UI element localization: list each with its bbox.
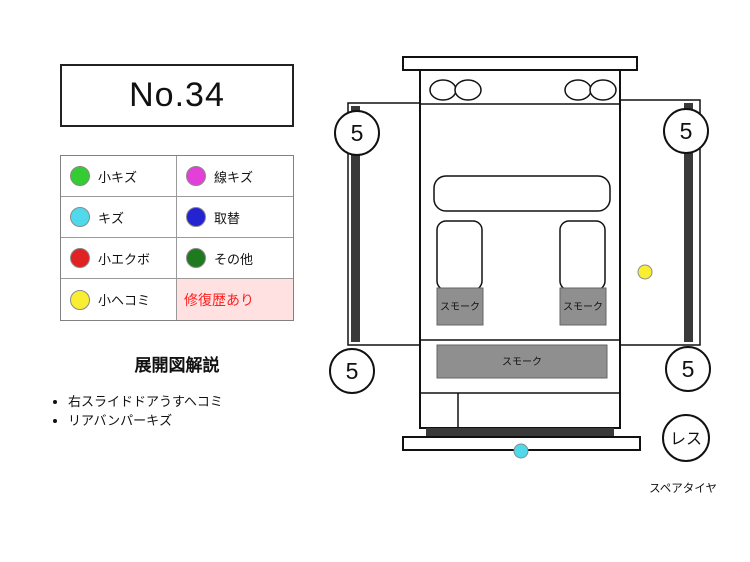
tire-front-left — [334, 110, 380, 156]
windshield — [433, 175, 611, 212]
legend-label: 取替 — [214, 210, 241, 226]
rear-lower-trim — [426, 428, 614, 437]
legend-label: その他 — [214, 251, 254, 267]
legend-color-dot — [70, 166, 90, 186]
right-side-window-strip — [684, 103, 693, 342]
tire-front-left-value: 5 — [351, 120, 364, 146]
left-quarter-smoke-label: スモーク — [440, 301, 480, 313]
legend-color-dot — [186, 248, 206, 268]
legend-color-dot — [186, 166, 206, 186]
legend-color-dot — [70, 289, 90, 310]
spare-tire-badge: レス — [670, 431, 702, 448]
note-item: 右スライドドアうすヘコミ — [68, 392, 223, 411]
legend-item: 取替 — [177, 197, 293, 238]
tire-rear-left — [329, 348, 375, 394]
tire-rear-left-value: 5 — [346, 358, 359, 384]
headlight-left-outer — [429, 79, 457, 101]
right-quarter-smoke-window — [559, 287, 607, 326]
spare-tire-caption: スペアタイヤ — [649, 482, 717, 495]
legend-label: キズ — [98, 210, 125, 226]
legend-item: 線キズ — [177, 156, 293, 197]
legend-color-dot — [70, 207, 90, 227]
tire-front-right-value: 5 — [680, 118, 693, 144]
legend-item: その他 — [177, 238, 293, 279]
note-item: リアバンパーキズ — [68, 411, 223, 430]
tire-front-right — [663, 108, 709, 154]
sheet-number-box: No.34 — [60, 64, 294, 127]
damage-legend: 小キズ 線キズ キズ 取替 小エクボ その他 小ヘコミ 修復歴あり — [60, 155, 294, 321]
legend-item: 小エクボ — [61, 238, 177, 279]
spare-tire-badge-circle — [662, 414, 710, 462]
repair-history-cell: 修復歴あり — [177, 279, 293, 320]
repair-history-label: 修復歴あり — [184, 291, 254, 308]
notes-list: 右スライドドアうすヘコミ リアバンパーキズ — [52, 392, 223, 430]
legend-item: キズ — [61, 197, 177, 238]
legend-color-dot — [186, 207, 206, 227]
notes-heading: 展開図解説 — [134, 356, 220, 375]
damage-marker-right-slide-door — [637, 264, 653, 280]
front-left-window — [436, 220, 483, 291]
tire-rear-right — [665, 346, 711, 392]
rear-smoke-window — [436, 344, 608, 379]
legend-label: 小エクボ — [98, 251, 151, 267]
rear-smoke-label: スモーク — [502, 356, 542, 368]
damage-marker-rear-bumper — [513, 443, 529, 459]
tire-rear-right-value: 5 — [682, 356, 695, 382]
front-bumper — [402, 56, 638, 71]
legend-label: 線キズ — [214, 169, 254, 185]
left-side-window-strip — [351, 106, 360, 342]
right-quarter-smoke-label: スモーク — [563, 301, 603, 313]
legend-item: 小キズ — [61, 156, 177, 197]
headlight-left-inner — [454, 79, 482, 101]
headlight-right-outer — [589, 79, 617, 101]
headlight-right-inner — [564, 79, 592, 101]
left-quarter-smoke-window — [436, 287, 484, 326]
front-right-window — [559, 220, 606, 291]
legend-label: 小キズ — [98, 169, 138, 185]
legend-item: 小ヘコミ — [61, 279, 177, 320]
sheet-number: No.34 — [129, 76, 225, 114]
legend-label: 小ヘコミ — [98, 293, 151, 308]
legend-color-dot — [70, 248, 90, 268]
